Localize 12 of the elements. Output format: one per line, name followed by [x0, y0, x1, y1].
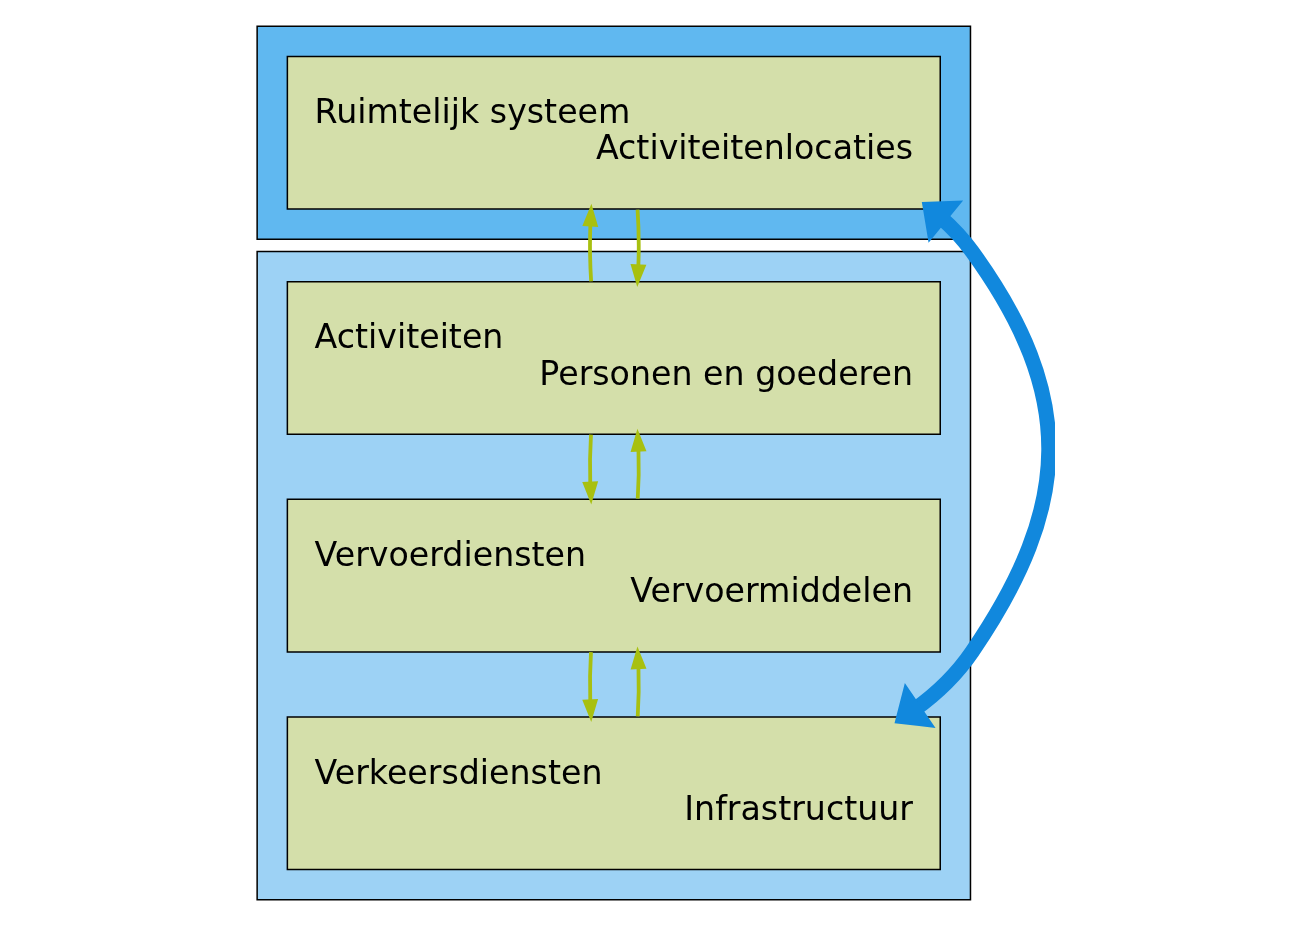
node-box: Verkeersdiensten Infrastructuur — [286, 716, 941, 871]
arrow — [581, 652, 598, 723]
cluster — [255, 250, 971, 901]
arrow — [630, 646, 646, 717]
arrow — [894, 200, 1055, 729]
node-box: Activiteiten Personen en goederen — [286, 280, 941, 436]
node-box: Ruimtelijk systeem Activiteitenlocaties — [286, 55, 941, 210]
node-box: Vervoerdiensten Vervoermiddelen — [286, 498, 941, 653]
arrow — [630, 428, 646, 499]
arrow — [630, 209, 646, 288]
arrow — [581, 434, 598, 505]
arrow — [581, 203, 598, 282]
